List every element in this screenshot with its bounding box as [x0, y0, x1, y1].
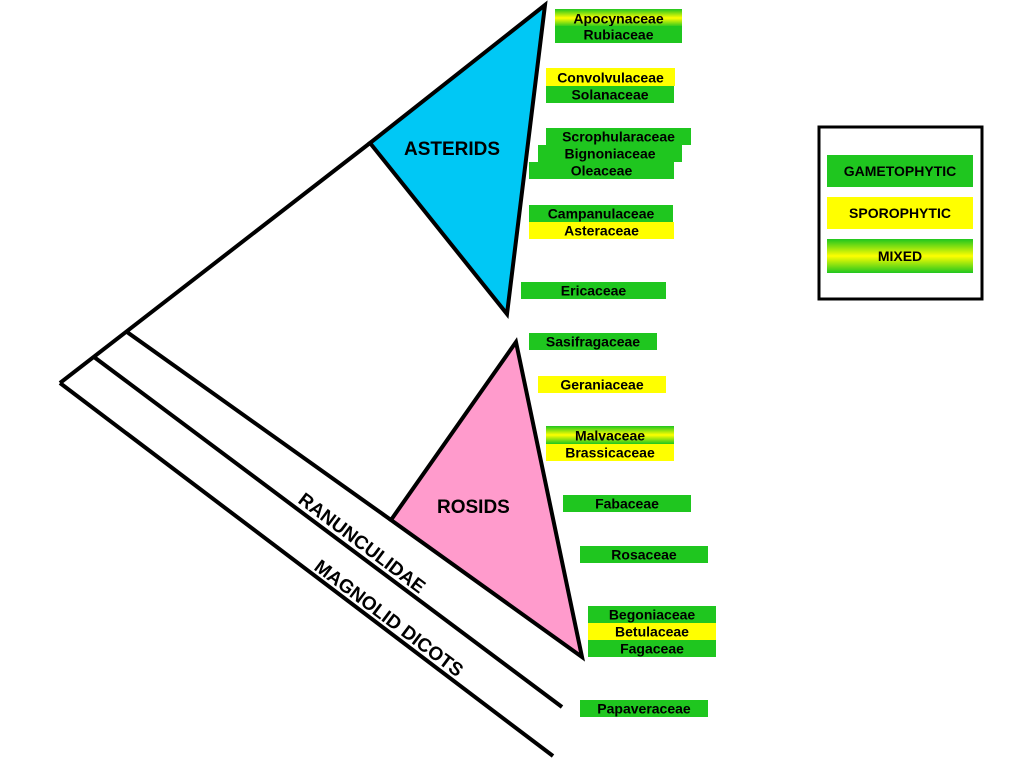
family-box-rubiaceae: [555, 26, 682, 43]
family-label-ericaceae: Ericaceae: [561, 283, 627, 299]
family-bignoniaceae: Bignoniaceae: [538, 145, 682, 162]
family-label-fagaceae: Fagaceae: [620, 641, 684, 657]
ranunculidae-branch: [92, 355, 564, 709]
legend-swatch-mixed: [827, 239, 973, 273]
family-papaveraceae: Papaveraceae: [580, 700, 708, 717]
family-box-convolvulaceae: [546, 68, 675, 86]
legend: GAMETOPHYTIC SPOROPHYTIC MIXED: [817, 125, 984, 301]
family-label-fabaceae: Fabaceae: [595, 496, 659, 512]
family-label-rubiaceae: Rubiaceae: [583, 27, 653, 43]
asterids-label: ASTERIDS: [404, 139, 500, 160]
family-rosaceae: Rosaceae: [580, 546, 708, 563]
family-box-bignoniaceae: [538, 145, 682, 162]
magnolid-branch: [58, 381, 555, 758]
family-label-convolvulaceae: Convolvulaceae: [557, 70, 664, 86]
family-box-scrophularaceae: [546, 128, 691, 145]
family-rubiaceae: Rubiaceae: [555, 26, 682, 43]
family-box-brassicaceae: [546, 444, 674, 461]
legend-label-gametophytic: GAMETOPHYTIC: [844, 163, 957, 179]
family-box-sasifragaceae: [529, 333, 657, 350]
family-fabaceae: Fabaceae: [563, 495, 691, 512]
family-label-geraniaceae: Geraniaceae: [560, 377, 643, 393]
family-apocynaceae: Apocynaceae: [555, 9, 682, 27]
family-convolvulaceae: Convolvulaceae: [546, 68, 675, 86]
family-label-campanulaceae: Campanulaceae: [548, 206, 655, 222]
family-box-asteraceae: [529, 222, 674, 239]
rosid-branch: [125, 330, 393, 522]
family-malvaceae: Malvaceae: [546, 426, 674, 444]
family-label-apocynaceae: Apocynaceae: [573, 11, 663, 27]
family-label-sasifragaceae: Sasifragaceae: [546, 334, 640, 350]
family-label-oleaceae: Oleaceae: [571, 163, 633, 179]
family-box-oleaceae: [529, 162, 674, 179]
root-stem: [58, 141, 372, 385]
family-labels: ApocynaceaeRubiaceaeConvolvulaceaeSolana…: [521, 9, 716, 717]
tree-branches: [58, 141, 564, 758]
legend-swatch-sporophytic: [827, 197, 973, 229]
family-geraniaceae: Geraniaceae: [538, 376, 666, 393]
family-ericaceae: Ericaceae: [521, 282, 666, 299]
family-box-betulaceae: [588, 623, 716, 640]
legend-swatch-gametophytic: [827, 155, 973, 187]
asterids-triangle: [367, 0, 548, 319]
family-fagaceae: Fagaceae: [588, 640, 716, 657]
rosids-triangle: [388, 337, 586, 662]
family-box-malvaceae: [546, 426, 674, 444]
legend-label-sporophytic: SPOROPHYTIC: [849, 205, 951, 221]
family-scrophularaceae: Scrophularaceae: [546, 128, 691, 145]
family-box-fagaceae: [588, 640, 716, 657]
family-box-solanaceae: [546, 86, 674, 103]
rosids-label: ROSIDS: [437, 497, 510, 518]
family-box-apocynaceae: [555, 9, 682, 27]
family-oleaceae: Oleaceae: [529, 162, 674, 179]
family-betulaceae: Betulaceae: [588, 623, 716, 640]
family-box-geraniaceae: [538, 376, 666, 393]
legend-label-mixed: MIXED: [878, 248, 922, 264]
family-label-bignoniaceae: Bignoniaceae: [564, 146, 655, 162]
family-label-papaveraceae: Papaveraceae: [597, 701, 691, 717]
family-box-ericaceae: [521, 282, 666, 299]
family-solanaceae: Solanaceae: [546, 86, 674, 103]
family-box-campanulaceae: [529, 205, 673, 222]
family-asteraceae: Asteraceae: [529, 222, 674, 239]
family-label-betulaceae: Betulaceae: [615, 624, 689, 640]
family-brassicaceae: Brassicaceae: [546, 444, 674, 461]
family-label-scrophularaceae: Scrophularaceae: [562, 129, 675, 145]
family-label-begoniaceae: Begoniaceae: [609, 607, 696, 623]
family-campanulaceae: Campanulaceae: [529, 205, 673, 222]
family-begoniaceae: Begoniaceae: [588, 606, 716, 623]
family-sasifragaceae: Sasifragaceae: [529, 333, 657, 350]
family-label-malvaceae: Malvaceae: [575, 428, 645, 444]
family-box-begoniaceae: [588, 606, 716, 623]
family-label-asteraceae: Asteraceae: [564, 223, 639, 239]
family-label-rosaceae: Rosaceae: [611, 547, 677, 563]
family-box-fabaceae: [563, 495, 691, 512]
family-label-solanaceae: Solanaceae: [571, 87, 648, 103]
family-label-brassicaceae: Brassicaceae: [565, 445, 655, 461]
family-box-papaveraceae: [580, 700, 708, 717]
family-box-rosaceae: [580, 546, 708, 563]
